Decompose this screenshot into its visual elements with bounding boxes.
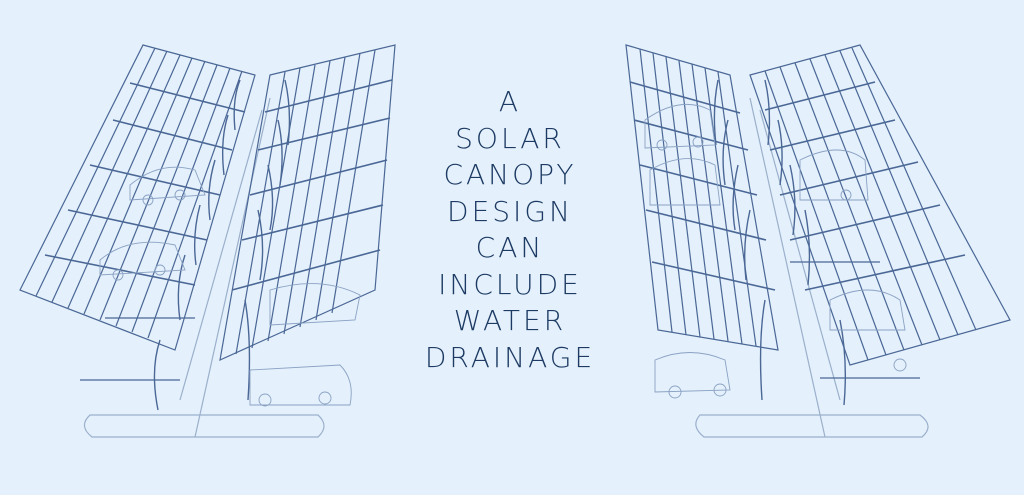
- headline-line-7: WATER: [453, 304, 567, 337]
- headline-line-4: DESIGN: [447, 194, 573, 228]
- headline: A SOLAR CANOPY DESIGN CAN INCLUDE WATER …: [420, 84, 600, 376]
- headline-line-2: SOLAR: [455, 121, 565, 155]
- headline-line-6: INCLUDE: [438, 267, 582, 301]
- solar-canopy-illustration-right: [600, 0, 1024, 495]
- headline-line-5: CAN: [475, 231, 545, 264]
- headline-line-1: A: [498, 85, 522, 118]
- headline-line-8: DRAINAGE: [424, 340, 596, 374]
- headline-line-3: CANOPY: [443, 158, 577, 191]
- solar-canopy-illustration-left: [0, 0, 430, 495]
